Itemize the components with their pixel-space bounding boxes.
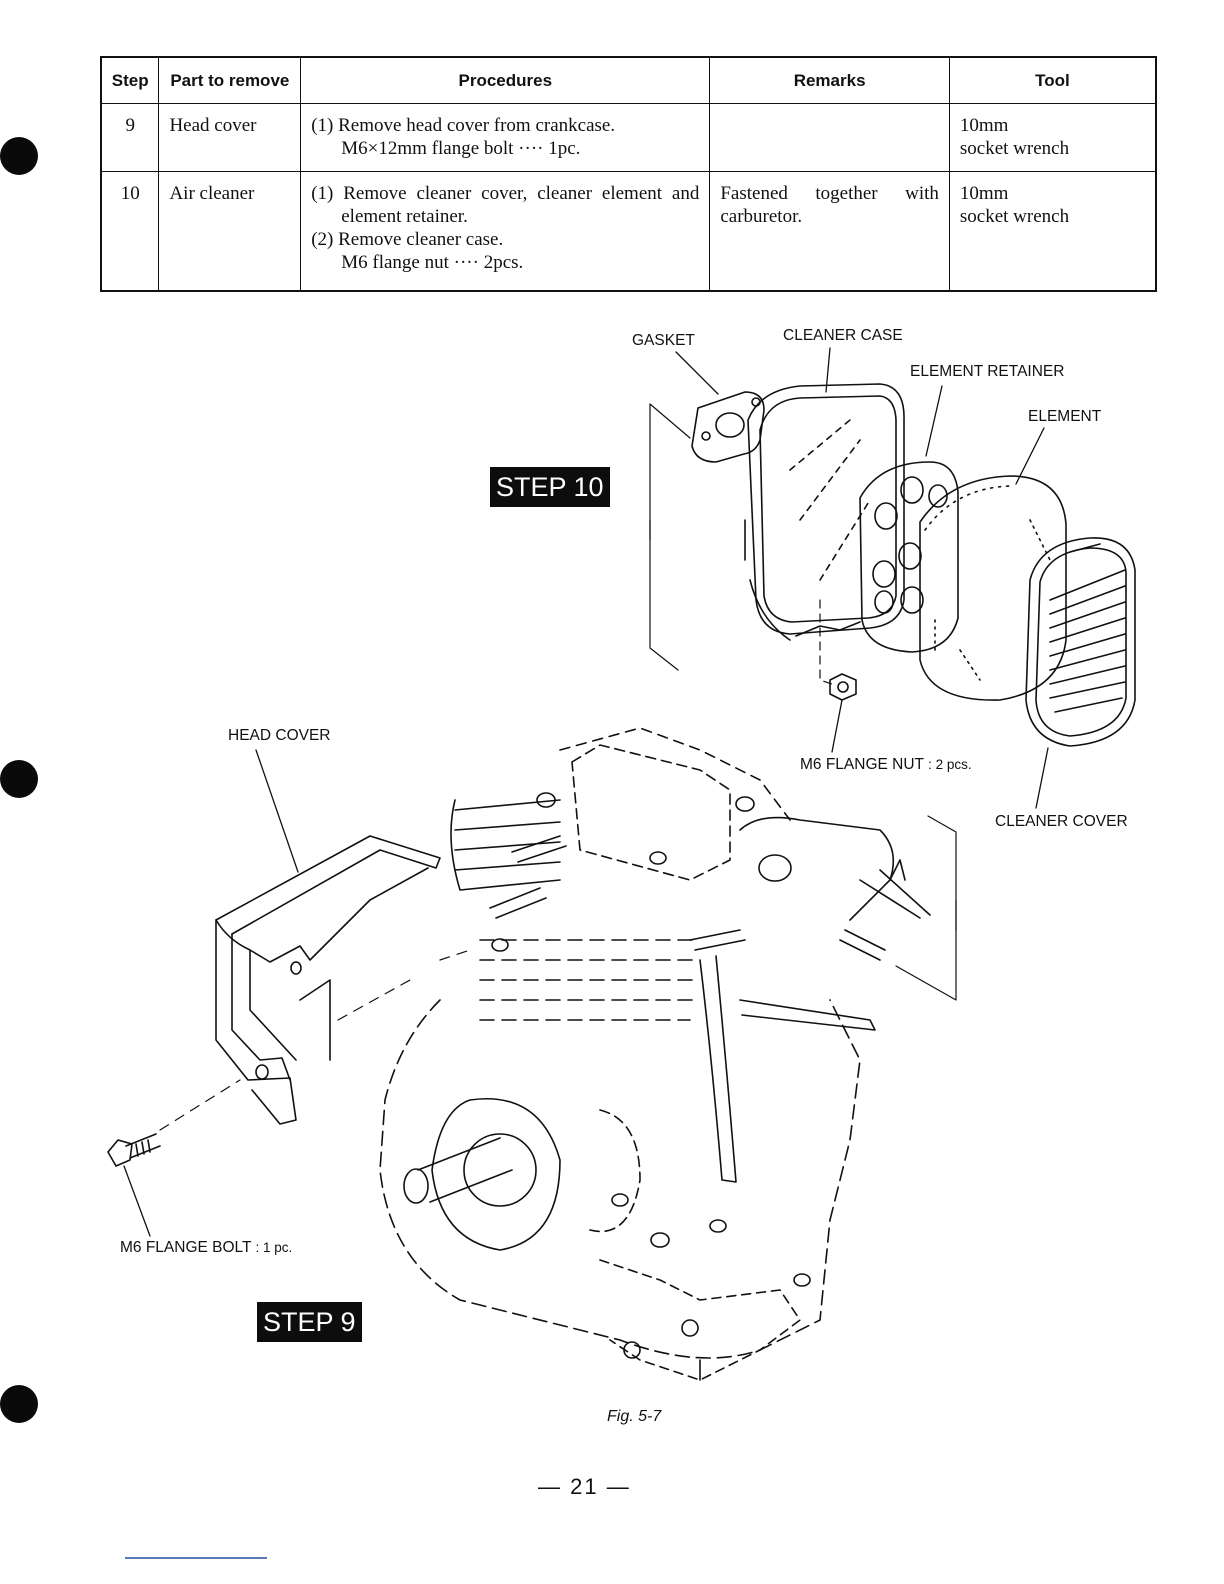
label-element: ELEMENT xyxy=(1028,408,1102,425)
flange-nut-quantity: : 2 pcs. xyxy=(928,757,972,772)
table-row: 10 Air cleaner (1) Remove cleaner cover,… xyxy=(100,171,1157,291)
element-retainer-part xyxy=(859,461,959,653)
part-to-remove: Air cleaner xyxy=(158,171,302,291)
disassembly-procedure-table: Step Part to remove Procedures Remarks T… xyxy=(100,56,1157,292)
cleaner-case-part xyxy=(744,383,905,641)
procedure-step: (2) Remove cleaner case. xyxy=(311,229,504,250)
procedure-step: (1) Remove head cover from crankcase. xyxy=(311,115,616,136)
header-remarks: Remarks xyxy=(709,56,950,104)
figure-caption: Fig. 5-7 xyxy=(607,1408,662,1425)
tool-name: socket wrench xyxy=(959,206,1070,227)
label-element-retainer: ELEMENT RETAINER xyxy=(910,363,1065,380)
flange-bolt-quantity: : 1 pc. xyxy=(255,1240,293,1255)
header-tool: Tool xyxy=(948,56,1157,104)
flange-bolt-name: M6 FLANGE BOLT xyxy=(120,1239,252,1256)
tool-size: 10mm xyxy=(959,115,1009,136)
tool-cell: 10mm socket wrench xyxy=(948,103,1157,172)
gasket-part xyxy=(691,391,765,463)
step-10-badge: STEP 10 xyxy=(490,467,610,507)
tool-name: socket wrench xyxy=(959,138,1070,159)
label-flange-bolt: M6 FLANGE BOLT : 1 pc. xyxy=(120,1239,292,1257)
procedure-fastener: M6×12mm flange bolt ···· 1pc. xyxy=(341,138,581,159)
header-part-to-remove: Part to remove xyxy=(158,56,302,104)
punch-hole-middle xyxy=(0,760,38,798)
table-header-row: Step Part to remove Procedures Remarks T… xyxy=(100,56,1157,104)
flange-nut-part xyxy=(829,673,857,701)
footer-rule xyxy=(125,1557,267,1559)
page-number: — 21 — xyxy=(538,1474,631,1499)
element-part xyxy=(919,475,1067,701)
header-procedures: Procedures xyxy=(300,56,711,104)
engine-block xyxy=(379,727,931,1381)
label-cleaner-case: CLEANER CASE xyxy=(783,327,903,344)
procedure-cell: (1) Remove head cover from crankcase. M6… xyxy=(300,103,711,172)
remarks-cell: Fastened together with carburetor. xyxy=(709,171,950,291)
cleaner-cover-part xyxy=(1025,537,1136,747)
table-row: 9 Head cover (1) Remove head cover from … xyxy=(100,103,1157,172)
flange-bolt-part xyxy=(107,1133,161,1167)
label-gasket: GASKET xyxy=(632,332,695,349)
label-cleaner-cover: CLEANER COVER xyxy=(995,813,1128,830)
step-number: 10 xyxy=(100,171,160,291)
head-cover-part xyxy=(215,835,441,1125)
procedure-fastener: M6 flange nut ···· 2pcs. xyxy=(341,252,524,273)
flange-nut-name: M6 FLANGE NUT xyxy=(800,756,924,773)
step-9-badge: STEP 9 xyxy=(257,1302,362,1342)
tool-cell: 10mm socket wrench xyxy=(948,171,1157,291)
label-head-cover: HEAD COVER xyxy=(228,727,331,744)
part-to-remove: Head cover xyxy=(158,103,302,172)
procedure-cell: (1) Remove cleaner cover, cleaner elemen… xyxy=(300,171,711,291)
procedure-step: (1) Remove cleaner cover, cleaner elemen… xyxy=(311,183,700,227)
tool-size: 10mm xyxy=(959,183,1009,204)
punch-hole-top xyxy=(0,137,38,175)
label-flange-nut: M6 FLANGE NUT : 2 pcs. xyxy=(800,756,972,774)
punch-hole-bottom xyxy=(0,1385,38,1423)
